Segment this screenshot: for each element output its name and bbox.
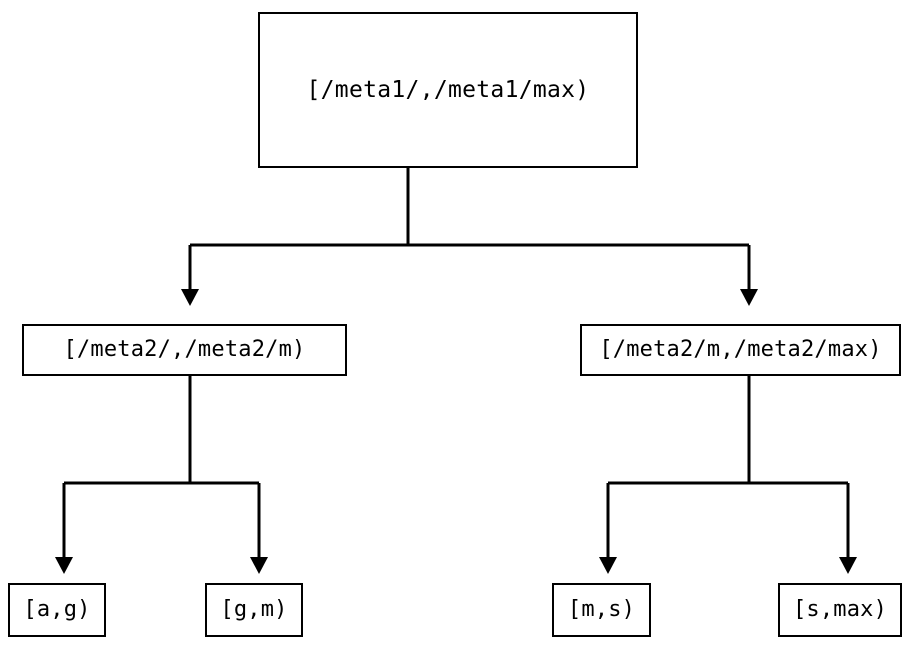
arrowhead-to-mid-right: [740, 289, 758, 306]
tree-node-root[interactable]: [/meta1/,/meta1/max): [258, 12, 638, 168]
tree-node-mid-left-label: [/meta2/,/meta2/m): [63, 337, 306, 362]
tree-node-leaf-2[interactable]: [m,s): [552, 583, 651, 637]
tree-node-root-label: [/meta1/,/meta1/max): [306, 76, 590, 103]
tree-node-leaf-0[interactable]: [a,g): [8, 583, 106, 637]
tree-node-leaf-3-label: [s,max): [792, 597, 888, 622]
tree-node-mid-right[interactable]: [/meta2/m,/meta2/max): [580, 324, 901, 376]
tree-node-leaf-0-label: [a,g): [23, 597, 91, 622]
arrowhead-to-leaf-3: [839, 557, 857, 574]
arrowhead-to-leaf-0: [55, 557, 73, 574]
arrowhead-to-mid-left: [181, 289, 199, 306]
tree-node-mid-left[interactable]: [/meta2/,/meta2/m): [22, 324, 347, 376]
tree-node-leaf-1-label: [g,m): [220, 597, 288, 622]
arrowhead-to-leaf-1: [250, 557, 268, 574]
tree-node-mid-right-label: [/meta2/m,/meta2/max): [599, 337, 882, 362]
tree-node-leaf-1[interactable]: [g,m): [205, 583, 303, 637]
tree-node-leaf-3[interactable]: [s,max): [778, 583, 902, 637]
tree-node-leaf-2-label: [m,s): [567, 597, 636, 622]
arrowhead-to-leaf-2: [599, 557, 617, 574]
